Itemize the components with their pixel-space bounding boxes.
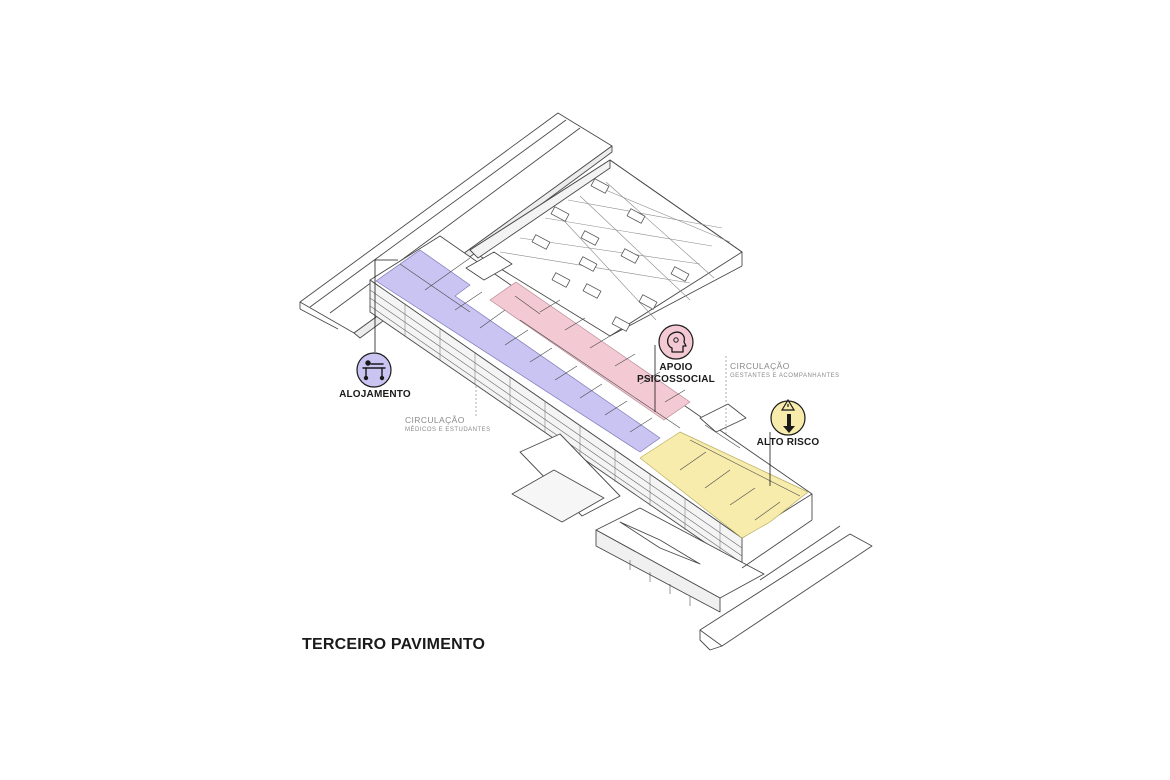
circ-medicos-title: CIRCULAÇÃO: [405, 415, 465, 425]
circ-medicos-subtitle: MÉDICOS E ESTUDANTES: [405, 427, 491, 433]
stair-core-north: [465, 251, 513, 281]
landscaped-patio: [511, 469, 605, 523]
leader-alojamento: [374, 259, 398, 352]
zone-apoio: [489, 281, 691, 421]
floor-title: TERCEIRO PAVIMENTO: [302, 636, 486, 653]
stair-core-south: [699, 403, 747, 433]
warning-arrow-icon: [770, 398, 806, 436]
head-heart-icon: [658, 324, 694, 360]
entrance-canopy: [619, 521, 701, 565]
label-apoio-line2: PSICOSSOCIAL: [637, 374, 715, 385]
parked-cars: [531, 178, 690, 332]
circ-gestantes-title: CIRCULAÇÃO: [730, 361, 790, 371]
stretcher-icon: [356, 352, 392, 388]
circ-gestantes-subtitle: GESTANTES E ACOMPANHANTES: [730, 373, 840, 379]
label-apoio-line1: APOIO: [659, 362, 693, 373]
zone-alojamento: [375, 249, 661, 453]
ground-slab: [699, 533, 873, 647]
label-alojamento: ALOJAMENTO: [339, 389, 411, 400]
zone-alto-risco: [639, 431, 809, 539]
label-alto-risco: ALTO RISCO: [756, 437, 820, 448]
